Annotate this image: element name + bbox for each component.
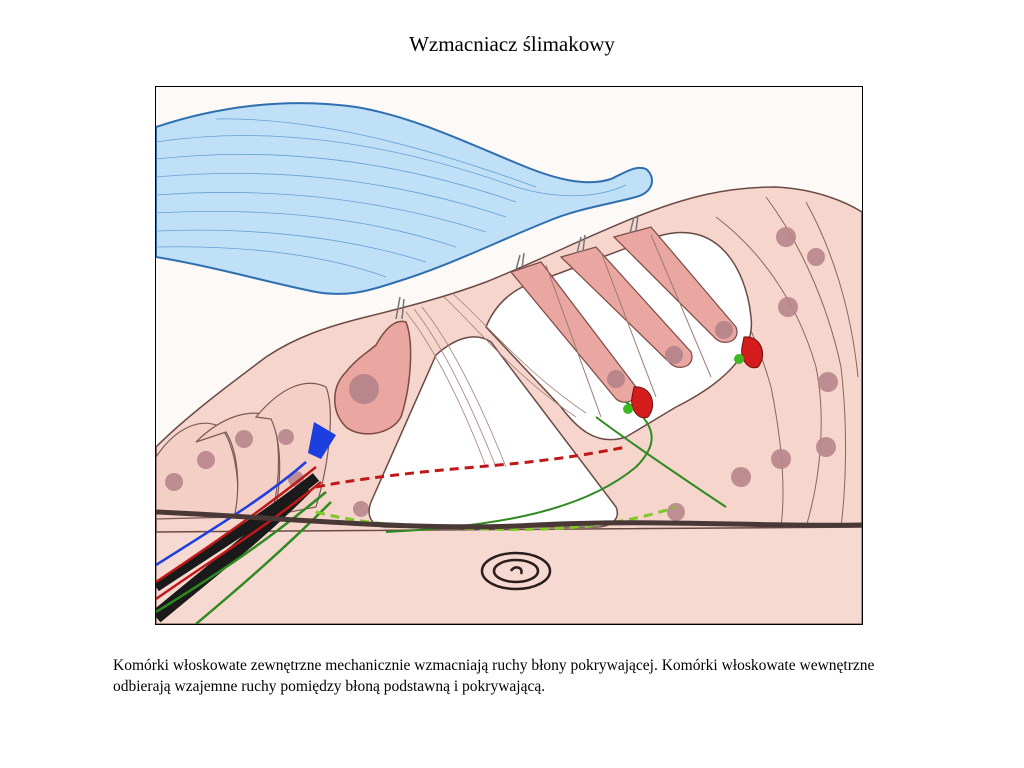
afferent-terminal [308,422,336,459]
slide-caption: Komórki włoskowate zewnętrzne mechaniczn… [113,657,875,695]
slide-title: Wzmacniacz ślimakowy [409,32,615,56]
nerve-fibers [156,461,332,624]
spiral-vessel [480,551,552,591]
tectorial-membrane [156,102,653,295]
outer-hair-cells [509,226,738,403]
organ-of-corti-figure [155,86,863,625]
basilar-membrane [156,509,862,530]
inner-hair-cell [334,320,412,435]
